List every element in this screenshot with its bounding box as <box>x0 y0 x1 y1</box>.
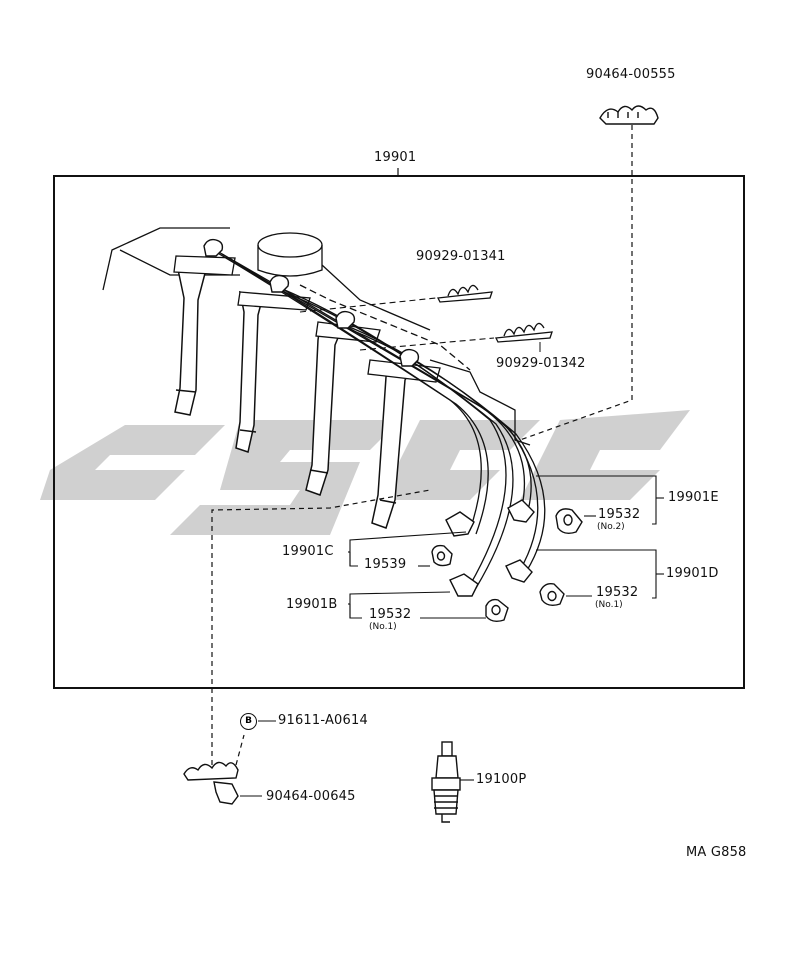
grommet-19532-no2-icon <box>555 508 583 535</box>
grommet-19539-icon <box>431 544 453 567</box>
plug-boot-rods <box>174 259 412 529</box>
label-19901: 19901 <box>374 150 417 165</box>
engine-head-outline <box>102 227 531 446</box>
label-19901C: 19901C <box>282 544 334 559</box>
note-no1-b: (No.1) <box>369 622 397 632</box>
label-19539: 19539 <box>364 557 407 572</box>
group-frame <box>53 175 745 689</box>
label-19532-no1-b: 19532 <box>369 607 412 622</box>
label-19532-no1-d: 19532 <box>596 585 639 600</box>
callout-lines <box>240 475 664 797</box>
cable-plug-ends <box>445 499 535 597</box>
clamp-90929-01341-icon <box>437 284 493 303</box>
bolt-mark-icon: B <box>240 713 257 730</box>
label-91611-A0614: 91611-A0614 <box>278 713 368 728</box>
cable-top-caps <box>203 238 420 367</box>
label-90929-01342: 90929-01342 <box>496 356 586 371</box>
clamp-90929-01342-icon <box>494 322 553 343</box>
label-90929-01341: 90929-01341 <box>416 249 506 264</box>
wire-clamp-top-icon <box>599 105 659 125</box>
label-19901D: 19901D <box>666 566 719 581</box>
label-90464-00645: 90464-00645 <box>266 789 356 804</box>
leader-90464-00645 <box>211 489 431 765</box>
grommet-19532-no1-b-icon <box>485 598 509 623</box>
label-90464-00555: 90464-00555 <box>586 67 676 82</box>
figure-code: MA G858 <box>686 845 747 860</box>
wire-clamp-bottom-icon <box>183 761 239 805</box>
label-19532-no2: 19532 <box>598 507 641 522</box>
leader-90464-00555 <box>519 125 633 441</box>
note-no1-d: (No.1) <box>595 600 623 610</box>
note-no2: (No.2) <box>597 522 625 532</box>
spark-plug-icon <box>431 741 461 823</box>
coil-bracket <box>173 255 441 383</box>
label-19901B: 19901B <box>286 597 338 612</box>
label-19100P: 19100P <box>476 772 527 787</box>
grommet-19532-no1-d-icon <box>539 582 565 607</box>
label-19901E: 19901E <box>668 490 719 505</box>
